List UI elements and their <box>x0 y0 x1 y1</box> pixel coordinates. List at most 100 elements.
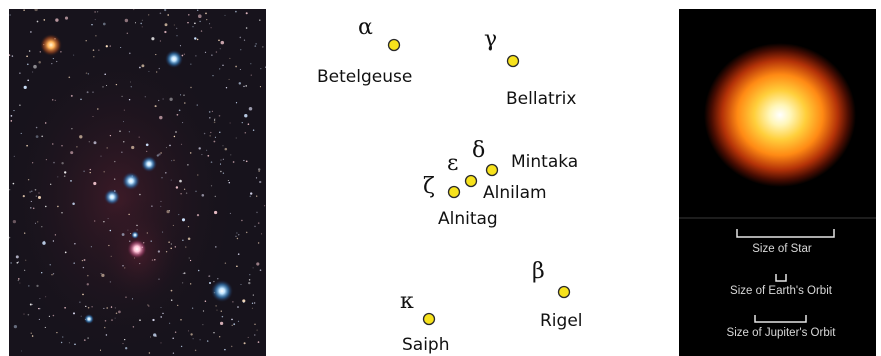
background-star <box>38 308 40 310</box>
background-star <box>190 63 192 65</box>
background-star <box>52 143 54 145</box>
orion-diagram-canvas: α Betelgeuse γ Bellatrix δ Mintaka ε Aln… <box>317 15 583 355</box>
background-star <box>178 214 180 216</box>
background-star <box>180 345 183 348</box>
background-star <box>185 246 187 248</box>
background-star <box>85 72 88 74</box>
star-label-alnitak: Alnitag <box>438 209 498 229</box>
background-star <box>197 269 200 272</box>
background-star <box>106 147 109 149</box>
background-star <box>170 179 172 181</box>
orion-photo <box>9 9 266 356</box>
background-star <box>115 83 118 86</box>
background-star <box>190 283 192 285</box>
background-star <box>249 274 251 276</box>
background-star <box>235 10 237 13</box>
background-star <box>48 315 50 317</box>
background-star <box>204 51 207 53</box>
star-label-mintaka: Mintaka <box>511 152 578 172</box>
background-star <box>81 259 84 262</box>
background-star <box>171 160 173 162</box>
background-star <box>109 45 111 47</box>
background-star <box>205 12 207 15</box>
background-star <box>133 9 135 11</box>
background-star <box>52 273 55 275</box>
background-star <box>173 159 175 161</box>
background-star <box>34 222 36 224</box>
background-star <box>45 159 47 161</box>
background-star <box>203 132 206 135</box>
background-star <box>172 224 174 226</box>
background-star <box>87 73 90 75</box>
background-star <box>257 242 260 244</box>
background-star <box>29 303 32 306</box>
background-star <box>41 226 43 228</box>
background-star <box>220 170 222 173</box>
background-star <box>173 135 176 138</box>
background-star <box>115 312 118 315</box>
background-star <box>73 54 75 56</box>
background-star <box>105 334 108 336</box>
background-star <box>146 232 148 234</box>
background-star <box>49 264 51 266</box>
background-star <box>231 318 233 321</box>
background-star <box>26 144 28 147</box>
background-star <box>10 115 13 117</box>
background-star <box>127 229 129 231</box>
background-star <box>214 118 216 120</box>
orion-diagram: α Betelgeuse γ Bellatrix δ Mintaka ε Aln… <box>290 0 640 356</box>
background-star <box>174 331 177 333</box>
background-star <box>70 151 74 155</box>
background-star <box>36 284 39 288</box>
background-star <box>164 23 168 27</box>
background-star <box>254 334 256 336</box>
background-star <box>169 144 171 147</box>
background-star <box>34 188 37 191</box>
background-star <box>56 331 58 334</box>
background-star <box>83 339 86 341</box>
greek-gamma: γ <box>484 27 497 52</box>
background-star <box>128 98 131 101</box>
background-star <box>124 267 126 269</box>
greek-beta: β <box>532 259 545 284</box>
background-star <box>191 307 194 309</box>
background-star <box>196 104 198 106</box>
background-star <box>265 66 266 68</box>
background-star <box>54 234 57 236</box>
background-star <box>238 82 242 85</box>
background-star <box>222 158 224 160</box>
background-star <box>209 23 211 25</box>
background-star <box>148 14 150 16</box>
star-label-rigel: Rigel <box>540 311 583 331</box>
background-star <box>243 159 245 162</box>
background-star <box>30 207 32 209</box>
background-star <box>214 195 216 198</box>
background-star <box>175 131 177 133</box>
background-star <box>13 324 18 329</box>
background-star <box>130 86 132 88</box>
background-star <box>212 75 214 77</box>
background-star <box>162 312 164 315</box>
background-star <box>148 352 151 354</box>
background-star <box>195 190 197 193</box>
star-dot-mintaka <box>485 163 499 177</box>
background-star <box>73 262 75 264</box>
background-star <box>64 171 67 174</box>
background-star <box>64 306 66 309</box>
background-star <box>63 175 66 177</box>
background-star <box>196 9 199 12</box>
background-star <box>136 224 138 227</box>
background-star <box>105 45 108 48</box>
background-star <box>194 37 197 40</box>
background-star <box>44 326 46 328</box>
background-star <box>114 307 116 309</box>
background-star <box>42 241 46 245</box>
background-star <box>196 38 199 41</box>
background-star <box>258 170 260 172</box>
background-star <box>31 190 33 192</box>
background-star <box>72 202 75 205</box>
background-star <box>125 296 127 298</box>
background-star <box>179 45 181 47</box>
background-star <box>28 285 30 287</box>
background-star <box>53 161 55 164</box>
